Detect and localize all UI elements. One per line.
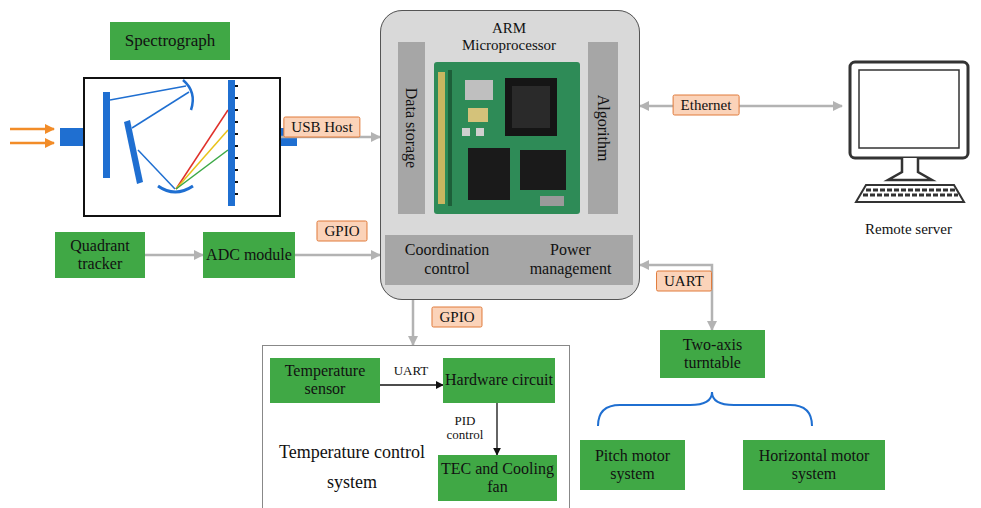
function-block: Data storage — [398, 42, 425, 214]
illustration-part — [10, 142, 54, 145]
box-label: ADC module — [206, 246, 292, 264]
section-heading: Spectrograph — [110, 22, 230, 60]
board-picture — [434, 62, 580, 214]
illustration-part — [438, 72, 445, 204]
interface-tag: GPIO — [316, 221, 367, 242]
illustration-part — [856, 185, 964, 202]
illustration-part — [132, 92, 189, 128]
module-box: Quadrant tracker — [55, 232, 145, 278]
processor-board: ARM MicroprocessorData storage AlgorithmC… — [380, 10, 640, 300]
module-box: Pitch motor system — [580, 440, 685, 490]
illustration-part — [512, 86, 550, 128]
module-box: Temperature sensor — [270, 358, 380, 403]
signal-arrow — [145, 254, 203, 257]
interface-tag: USB Host — [283, 117, 360, 138]
box-label: Hardware circuit — [445, 371, 553, 389]
illustration-part — [176, 130, 228, 189]
illustration-part — [235, 86, 238, 194]
box-label: Quadrant tracker — [55, 237, 145, 274]
illustration-part — [448, 70, 452, 206]
interface-tag: UART — [656, 271, 712, 292]
connector-label: PID control — [440, 414, 490, 443]
module-box: ADC module — [203, 232, 295, 278]
box-label: Two-axis turntable — [660, 336, 765, 373]
signal-arrow — [640, 105, 842, 108]
control-arrow — [496, 403, 497, 456]
box-label: Power management — [509, 241, 633, 278]
illustration-part — [434, 62, 580, 214]
illustration-part — [176, 110, 228, 189]
connector-label: UART — [393, 364, 430, 378]
control-arrow — [380, 384, 443, 385]
interface-tag: GPIO — [431, 307, 482, 328]
spectrograph-frame: Spectrograph — [83, 77, 281, 217]
illustration-part — [60, 128, 84, 146]
illustration-part — [465, 80, 493, 100]
illustration-part — [110, 86, 186, 100]
box-label: Horizontal motor system — [743, 447, 885, 484]
signal-arrow — [295, 254, 380, 257]
box-label: Temperature sensor — [270, 362, 380, 399]
computer-node: Remote server — [842, 60, 975, 238]
illustration-part — [888, 158, 932, 180]
box-label: Pitch motor system — [580, 447, 685, 484]
grouping-brace — [598, 392, 812, 426]
box-label: Coordination control — [385, 241, 510, 278]
module-box: Horizontal motor system — [743, 440, 885, 490]
illustration-part — [158, 186, 193, 192]
module-box: Hardware circuit — [443, 358, 555, 403]
module-box: Two-axis turntable — [660, 330, 765, 378]
illustration-part — [859, 70, 959, 148]
illustration-part — [228, 80, 235, 206]
module-box: TEC and Cooling fan — [438, 455, 557, 501]
node-label: Remote server — [842, 221, 975, 238]
illustration-part — [520, 150, 566, 190]
interface-tag: Ethernet — [673, 95, 740, 116]
illustration-part — [866, 189, 955, 192]
illustration-part — [863, 194, 958, 197]
illustration-part — [462, 128, 470, 136]
illustration-part — [176, 150, 228, 189]
illustration-part — [505, 78, 557, 136]
illustration-part — [10, 128, 54, 131]
block-label: Algorithm — [593, 94, 611, 161]
signal-arrow — [412, 300, 415, 345]
computer-picture — [850, 62, 968, 202]
function-block: Coordination control — [385, 235, 510, 285]
illustration-part — [138, 150, 175, 189]
illustration-part — [850, 62, 968, 158]
illustration-part — [476, 128, 484, 136]
signal-arrow — [640, 265, 712, 330]
box-label: TEC and Cooling fan — [438, 460, 557, 497]
illustration-part — [468, 108, 488, 122]
group-label: Temperature control system — [273, 438, 431, 497]
function-block: Algorithm — [588, 42, 618, 214]
function-block: Power management — [509, 235, 633, 285]
illustration-part — [540, 196, 564, 206]
spectrograph-optics — [10, 80, 297, 206]
block-title: ARM Microprocessor — [449, 20, 569, 55]
block-label: Data storage — [402, 87, 420, 167]
processor-fill — [380, 10, 640, 300]
illustration-part — [468, 148, 510, 200]
illustration-part — [103, 92, 110, 178]
